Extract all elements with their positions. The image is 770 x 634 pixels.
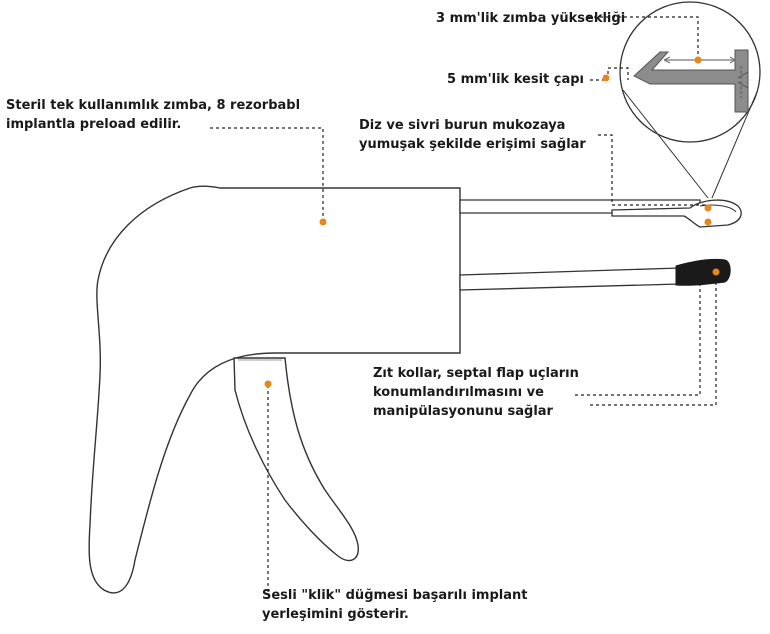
label-arms-3: manipülasyonunu sağlar (373, 404, 553, 419)
label-stapler-2: implantla preload edilir. (6, 117, 182, 132)
dot-height (694, 56, 702, 64)
trigger (233, 357, 359, 562)
label-arms-1: Zıt kollar, septal flap uçların (373, 366, 579, 381)
lower-shaft (459, 267, 681, 291)
leader-arms-2 (590, 278, 717, 406)
black-tip (675, 259, 731, 286)
label-click-1: Sesli "klik" düğmesi başarılı implant (262, 588, 528, 603)
leader-access (598, 134, 708, 206)
dot-access-1 (704, 204, 712, 212)
label-arms-2: konumlandırılmasını ve (373, 385, 544, 400)
label-click-2: yerleşimini gösterir. (262, 607, 409, 622)
dot-arms (712, 268, 720, 276)
label-access-1: Diz ve sivri burun mukozaya (359, 118, 566, 133)
label-diameter: 5 mm'lik kesit çapı (447, 72, 585, 87)
implant (633, 49, 749, 113)
dot-diameter (602, 74, 610, 82)
leader-stapler (210, 127, 324, 220)
leader-height (588, 16, 699, 58)
label-height: 3 mm'lik zımba yüksekliği (436, 11, 626, 26)
dot-click (264, 380, 272, 388)
label-access-2: yumuşak şekilde erişimi sağlar (359, 137, 586, 152)
stapler-handle (88, 185, 461, 594)
leader-arms (575, 282, 701, 396)
dot-stapler (319, 218, 327, 226)
leader-diameter (590, 67, 629, 81)
label-stapler-1: Steril tek kullanımlık zımba, 8 rezorbab… (6, 98, 301, 113)
dot-access-2 (704, 218, 712, 226)
